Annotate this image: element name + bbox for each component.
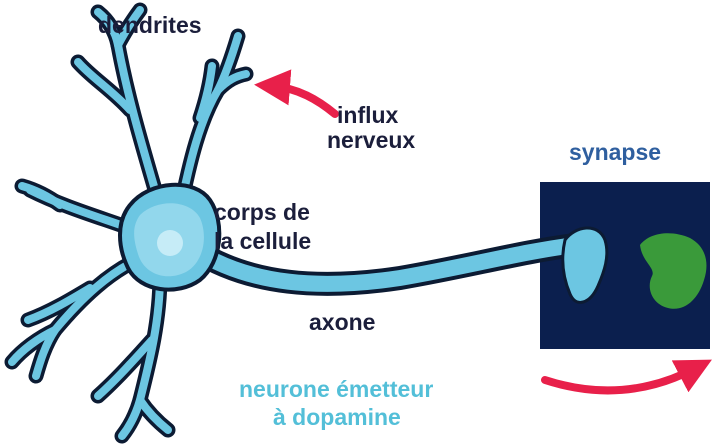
dendrites-label: dendrites bbox=[98, 12, 202, 39]
direction-arrow bbox=[545, 368, 696, 390]
synapse-label: synapse bbox=[569, 139, 661, 166]
influx-label-line1: influx bbox=[337, 102, 398, 129]
emitter-neuron-label-line1: neurone émetteur bbox=[239, 376, 433, 403]
cell-body-label-line1: corps de bbox=[214, 199, 310, 226]
nucleus bbox=[157, 230, 183, 256]
axon-label: axone bbox=[309, 309, 375, 336]
influx-arrow bbox=[272, 86, 335, 114]
cell-body-label-line2: la cellule bbox=[214, 228, 311, 255]
influx-label-line2: nerveux bbox=[327, 127, 415, 154]
emitter-neuron-label-line2: à dopamine bbox=[273, 404, 401, 431]
